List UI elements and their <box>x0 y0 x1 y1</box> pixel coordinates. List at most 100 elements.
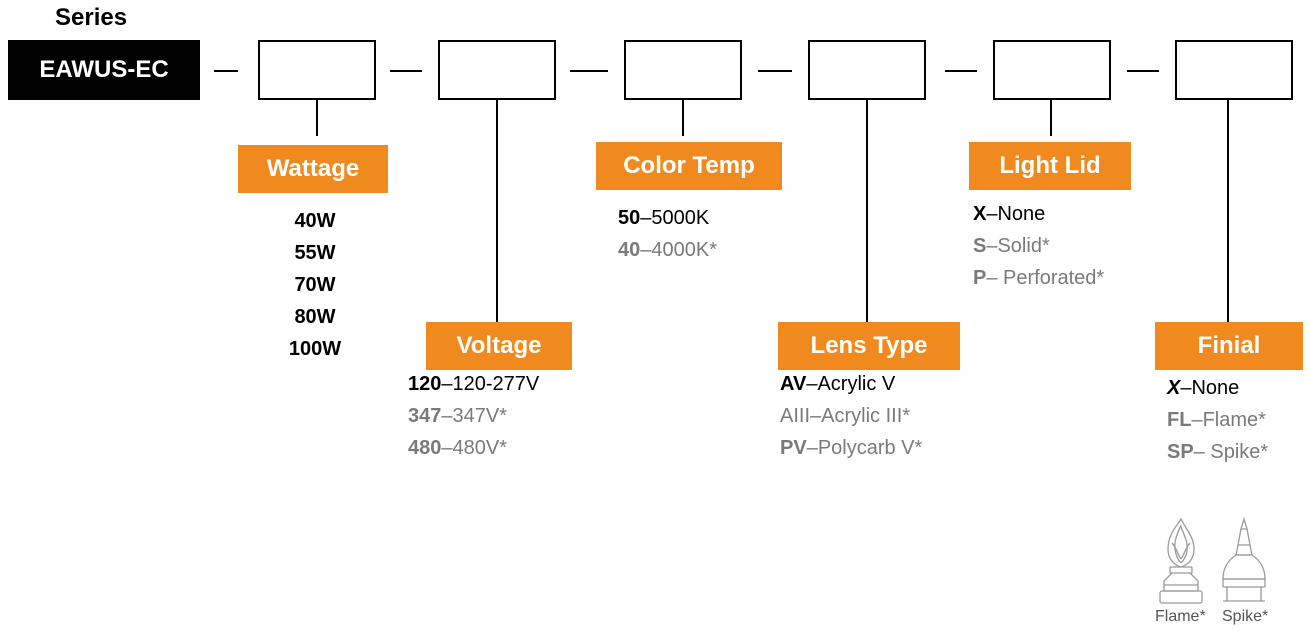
option-separator: – <box>640 207 652 229</box>
series-label: Series <box>55 4 128 31</box>
option-code: 40W <box>294 210 336 232</box>
color-temp-label: Color Temp <box>596 142 782 190</box>
lens-type-selection-box[interactable] <box>808 40 926 100</box>
dash-separator <box>945 70 977 72</box>
connector-line <box>682 100 684 136</box>
option-separator: – <box>441 373 453 395</box>
option-code: 55W <box>294 242 336 264</box>
connector-line <box>1050 100 1052 136</box>
option-description: 347V* <box>452 405 508 427</box>
option-code: FL <box>1167 409 1192 431</box>
flame-caption: Flame* <box>1155 608 1206 625</box>
option-separator: – <box>640 239 652 261</box>
option-separator: – <box>441 437 453 459</box>
option-code: 80W <box>294 306 336 328</box>
flame-finial-icon <box>1159 517 1203 604</box>
option-separator: – <box>806 437 818 459</box>
option-item: 70W <box>270 269 360 301</box>
option-code: P <box>973 267 987 289</box>
finial-label: Finial <box>1155 322 1303 370</box>
option-description: Acrylic V <box>817 373 896 395</box>
option-item: FL–Flame* <box>1167 404 1268 436</box>
voltage-selection-box[interactable] <box>438 40 556 100</box>
option-description: 4000K* <box>651 239 717 261</box>
option-item: PV–Polycarb V* <box>780 432 922 464</box>
option-code: 120 <box>408 373 442 395</box>
option-code: S <box>973 235 987 257</box>
option-item: 100W <box>270 333 360 365</box>
option-separator: – <box>441 405 453 427</box>
option-item: SP– Spike* <box>1167 436 1268 468</box>
option-code: PV <box>780 437 807 459</box>
option-item: 120–120-277V <box>408 368 539 400</box>
connector-line <box>866 100 868 322</box>
option-description: Perforated* <box>1003 267 1105 289</box>
option-code: 70W <box>294 274 336 296</box>
lens-type-label: Lens Type <box>778 322 960 370</box>
finial-selection-box[interactable] <box>1175 40 1293 100</box>
option-item: 80W <box>270 301 360 333</box>
color-temp-selection-box[interactable] <box>624 40 742 100</box>
option-description: AIII–Acrylic III* <box>780 405 911 427</box>
option-item: P– Perforated* <box>973 262 1104 294</box>
wattage-label: Wattage <box>238 145 388 193</box>
connector-line <box>316 100 318 136</box>
option-separator: – <box>986 235 998 257</box>
light-lid-selection-box[interactable] <box>993 40 1111 100</box>
dash-separator <box>570 70 608 72</box>
option-code: X <box>1167 377 1181 399</box>
option-item: 40W <box>270 205 360 237</box>
connector-line <box>1227 100 1229 322</box>
option-item: AV–Acrylic V <box>780 368 922 400</box>
option-code: 347 <box>408 405 442 427</box>
option-item: 50–5000K <box>618 202 717 234</box>
model-code: EAWUS-EC <box>8 40 200 100</box>
option-item: 480–480V* <box>408 432 539 464</box>
option-code: 50 <box>618 207 641 229</box>
option-description: None <box>1191 377 1240 399</box>
dash-separator <box>1127 70 1159 72</box>
option-item: X–None <box>973 198 1104 230</box>
option-separator: – <box>1191 409 1203 431</box>
option-code: SP <box>1167 441 1194 463</box>
option-description: 120-277V <box>452 373 540 395</box>
connector-line <box>496 100 498 322</box>
option-separator: – <box>1193 441 1211 463</box>
spike-finial-icon <box>1222 516 1266 602</box>
option-separator: – <box>1180 377 1192 399</box>
wattage-selection-box[interactable] <box>258 40 376 100</box>
option-description: 480V* <box>452 437 508 459</box>
option-item: 40–4000K* <box>618 234 717 266</box>
option-item: S–Solid* <box>973 230 1104 262</box>
option-separator: – <box>986 203 998 225</box>
option-description: Solid* <box>997 235 1050 257</box>
option-code: 40 <box>618 239 641 261</box>
option-separator: – <box>806 373 818 395</box>
option-code: 100W <box>288 338 342 360</box>
dash-separator <box>758 70 792 72</box>
option-code: 480 <box>408 437 442 459</box>
dash-separator <box>214 70 238 72</box>
option-description: Spike* <box>1210 441 1269 463</box>
option-description: 5000K <box>651 207 710 229</box>
option-code: X <box>973 203 987 225</box>
spike-caption: Spike* <box>1222 608 1269 625</box>
voltage-label: Voltage <box>426 322 572 370</box>
light-lid-label: Light Lid <box>969 142 1131 190</box>
option-item: AIII–Acrylic III* <box>780 400 922 432</box>
option-description: Flame* <box>1202 409 1266 431</box>
wattage-options: 40W 55W 70W 80W 100W <box>270 205 360 365</box>
option-item: 347–347V* <box>408 400 539 432</box>
option-description: Polycarb V* <box>817 437 923 459</box>
option-separator: – <box>986 267 1004 289</box>
option-item: 55W <box>270 237 360 269</box>
dash-separator <box>390 70 422 72</box>
option-description: None <box>997 203 1046 225</box>
option-code: AV <box>780 373 807 395</box>
option-item: X–None <box>1167 372 1268 404</box>
